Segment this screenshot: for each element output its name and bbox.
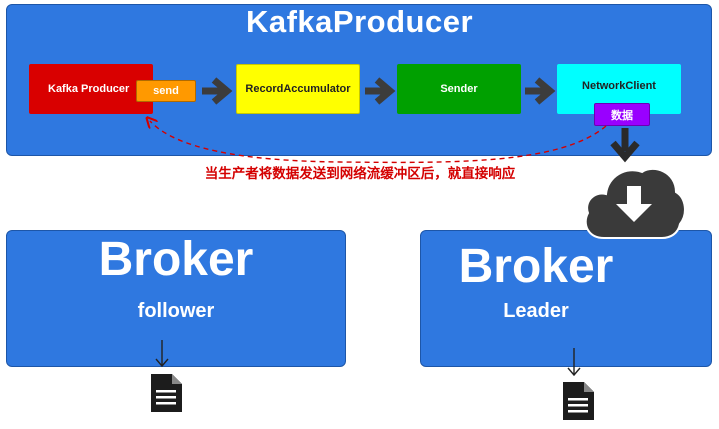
producer-panel-title: KafkaProducer bbox=[245, 4, 474, 39]
network-client-label: NetworkClient bbox=[582, 80, 656, 92]
kafka-producer-label: Kafka Producer bbox=[48, 83, 130, 95]
broker-follower-role: follower bbox=[137, 300, 215, 322]
arrow-down-icon bbox=[567, 348, 581, 377]
ack-note: 当生产者将数据发送到网络流缓冲区后，就直接响应 bbox=[204, 166, 516, 181]
broker-follower-title: Broker bbox=[98, 233, 254, 286]
record-accumulator-box: RecordAccumulator bbox=[236, 64, 360, 114]
arrow-down-icon bbox=[155, 340, 169, 368]
arrow-right-icon bbox=[525, 77, 556, 105]
sender-label: Sender bbox=[440, 83, 478, 95]
broker-follower-panel bbox=[6, 230, 346, 367]
arrow-right-icon bbox=[365, 77, 396, 105]
document-icon bbox=[151, 374, 182, 412]
sender-box: Sender bbox=[397, 64, 521, 114]
broker-leader-panel bbox=[420, 230, 712, 367]
cloud-download-icon bbox=[584, 167, 686, 239]
kafka-producer-box: Kafka Producer bbox=[29, 64, 153, 114]
arrow-right-icon bbox=[202, 77, 233, 105]
data-label: 数据 bbox=[611, 109, 633, 122]
send-box: send bbox=[136, 80, 196, 102]
send-label: send bbox=[153, 85, 179, 97]
ack-response-dashed-arrow bbox=[150, 121, 607, 164]
data-box: 数据 bbox=[594, 103, 650, 126]
document-icon bbox=[563, 382, 594, 420]
arrow-down-icon bbox=[610, 128, 640, 163]
record-accumulator-label: RecordAccumulator bbox=[245, 83, 351, 95]
broker-leader-role: Leader bbox=[503, 300, 569, 322]
broker-leader-title: Broker bbox=[458, 240, 614, 293]
